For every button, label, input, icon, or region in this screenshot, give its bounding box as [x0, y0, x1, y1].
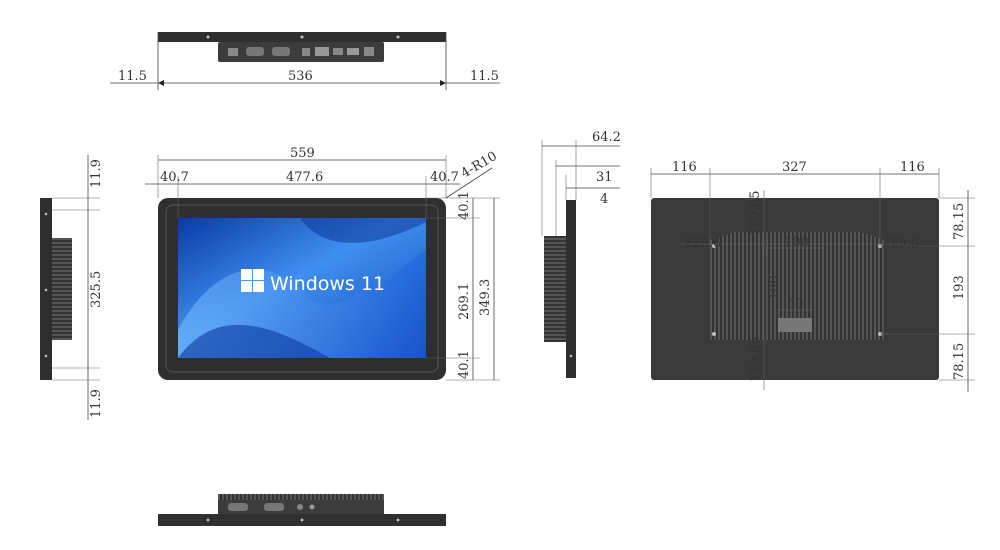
dim-side-bottom: 11.9 — [89, 389, 104, 418]
dim-bezel-right: 40.7 — [430, 170, 459, 185]
dim-screen-height: 269.1 — [457, 283, 472, 320]
dim-top-width: 536 — [288, 69, 313, 84]
dim-top-right: 11.5 — [470, 69, 499, 84]
dim-body-depth: 31 — [596, 170, 613, 185]
windows-logo-text: Windows 11 — [270, 273, 385, 295]
dim-label-width: 50 — [787, 297, 804, 312]
io-panel — [218, 42, 384, 62]
left-side-view: 11.9 325.5 11.9 — [40, 155, 104, 420]
dim-side-height: 325.5 — [89, 271, 104, 308]
rear-heatsink — [710, 232, 885, 340]
dim-rear-lower-offset: 119.65 — [748, 337, 763, 383]
dim-front-width: 559 — [290, 146, 315, 161]
dim-bezel-left: 40.7 — [160, 170, 189, 185]
dim-vesa-width: 100 — [784, 235, 809, 250]
dim-rear-upper-offset: 129.65 — [748, 191, 763, 237]
dim-front-depth: 4 — [600, 192, 608, 207]
dim-rear-left-hole: 229.6 — [684, 236, 721, 251]
dim-rear-left: 116 — [672, 160, 697, 175]
dim-screen-width: 477.6 — [286, 170, 323, 185]
dim-overall-height: 349.3 — [478, 279, 493, 316]
dim-side-top: 11.9 — [89, 159, 104, 188]
dim-rear-spacing-x: 327 — [782, 160, 807, 175]
left-side-heatsink — [52, 238, 72, 340]
bottom-view — [158, 494, 446, 526]
right-side-view: 64.2 31 4 — [541, 130, 621, 378]
dim-top-left: 11.5 — [118, 69, 147, 84]
dim-rear-right: 116 — [900, 160, 925, 175]
front-view: Windows 11 559 40.7 477.6 40.7 4-R10 40.… — [145, 146, 500, 381]
rear-label-plate — [778, 318, 812, 332]
dim-bezel-bottom: 40.1 — [457, 350, 472, 379]
dim-rear-right-hole: 229.5 — [882, 236, 919, 251]
windows-logo-icon — [241, 269, 264, 292]
top-view: 11.5 536 11.5 — [110, 32, 500, 90]
right-side-frame — [566, 200, 576, 378]
dim-rear-bottom: 78.15 — [952, 343, 967, 380]
dim-vesa-height: 100 — [767, 275, 782, 300]
dim-total-depth: 64.2 — [592, 130, 621, 145]
right-side-heatsink — [544, 236, 566, 342]
dim-rear-top: 78.15 — [952, 203, 967, 240]
rear-view: 116 327 116 78.15 193 78.15 229.6 229.5 … — [650, 160, 975, 392]
dim-bezel-top: 40.1 — [457, 191, 472, 220]
dim-rear-spacing-y: 193 — [952, 275, 967, 300]
